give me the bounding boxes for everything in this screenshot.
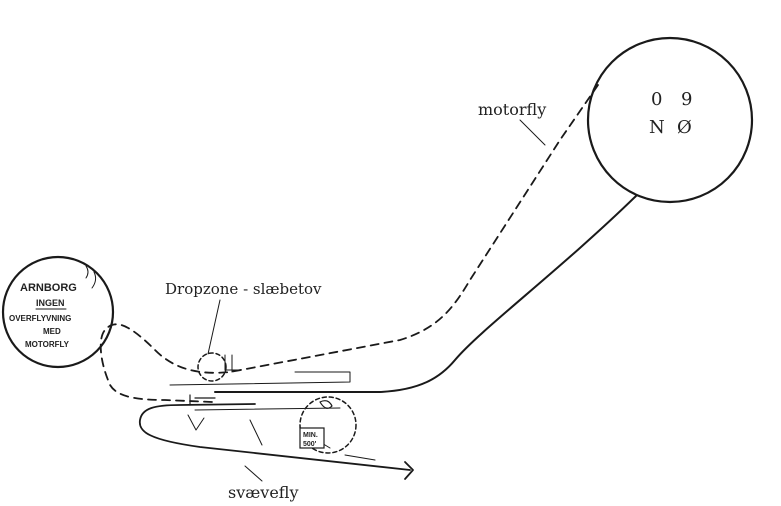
leader-svaevefly — [244, 465, 263, 482]
arnborg-circle: ARNBORG INGEN OVERFLYVNING MED MOTORFLY — [1, 255, 115, 369]
windsock-icon — [319, 400, 333, 409]
runway-circle-outline — [586, 36, 754, 204]
glider-path-lower — [138, 403, 411, 471]
min-sign-line1: MIN. — [303, 432, 318, 439]
field-mark-small — [187, 414, 205, 431]
min-sign-box — [299, 427, 325, 449]
min-sign-line2: 500' — [303, 441, 317, 448]
arnborg-title: ARNBORG — [20, 282, 77, 294]
runway-label-0: 0 — [651, 89, 662, 110]
tow-return-line — [214, 195, 637, 393]
arnborg-ingen: INGEN — [36, 298, 65, 308]
leader-dropzone — [207, 299, 221, 355]
label-motorfly: motorfly — [478, 100, 546, 119]
runway-threshold-mark — [189, 394, 216, 406]
leader-motorfly — [519, 119, 546, 146]
glider-path — [138, 403, 414, 480]
min-altitude-zone: MIN. 500' — [299, 396, 357, 454]
arnborg-med: MED — [43, 327, 61, 336]
airfield-strip-lower — [194, 407, 341, 411]
runway-label-n: N — [649, 117, 665, 138]
label-dropzone: Dropzone - slæbetov — [165, 280, 322, 298]
runway-circle: 0 9 N Ø — [586, 36, 754, 204]
arnborg-motorfly: MOTORFLY — [25, 340, 70, 349]
motorfly-path — [99, 84, 599, 403]
label-svaevefly: svævefly — [228, 483, 299, 502]
airfield-sketch — [169, 354, 376, 461]
dropzone-marker — [224, 354, 241, 373]
glider-arrowhead — [404, 461, 414, 480]
runway-label-9: 9 — [681, 89, 692, 110]
airfield-strip-upper — [169, 371, 351, 386]
dropzone-circle — [197, 352, 227, 382]
tow-return-path — [214, 195, 637, 393]
runway-label-o: Ø — [677, 117, 692, 138]
motorfly-dashed-line — [99, 84, 599, 403]
min-altitude-circle — [299, 396, 357, 454]
arnborg-scribble — [85, 265, 97, 289]
arnborg-circle-outline — [1, 255, 115, 369]
arnborg-overflyvning: OVERFLYVNING — [9, 314, 71, 323]
